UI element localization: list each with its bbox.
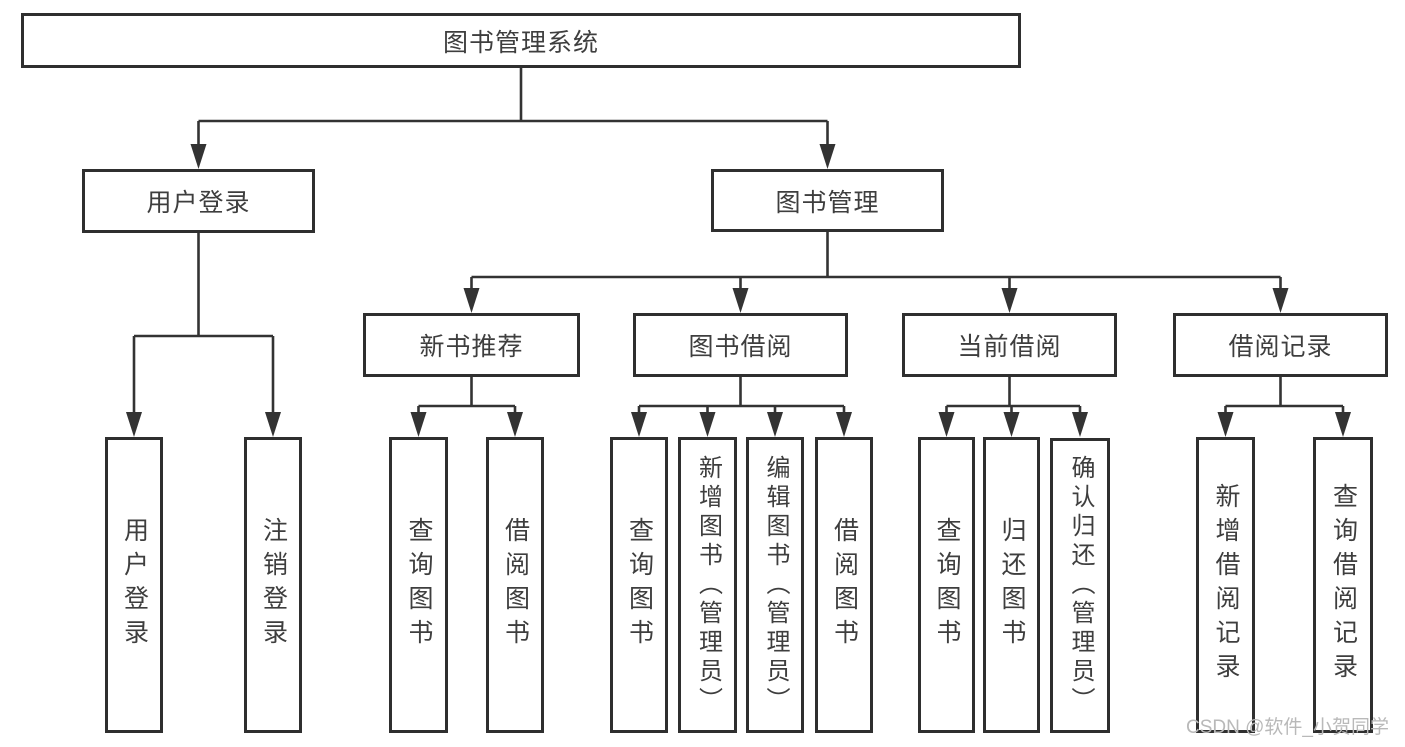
leaf-label: 确认归还（管理员） — [1067, 455, 1094, 716]
node-label: 图书管理 — [775, 188, 880, 217]
connector-new-book-rec-to-leaves — [410, 377, 523, 437]
node-label: 当前借阅 — [957, 333, 1062, 361]
csdn-watermark: CSDN @软件_小贺同学 — [1186, 717, 1389, 738]
leaf-add-book-admin: 新增图书（管理员） — [678, 437, 737, 733]
node-label: 借阅记录 — [1228, 333, 1333, 361]
arrowhead — [938, 412, 955, 437]
leaf-label: 编辑图书（管理员） — [762, 454, 789, 716]
arrowhead — [463, 288, 480, 313]
node-label: 图书借阅 — [688, 333, 793, 361]
arrowhead — [1003, 412, 1020, 437]
node-book-borrow: 图书借阅 — [633, 313, 848, 377]
leaf-label: 借阅图书 — [830, 517, 859, 653]
node-borrow-records: 借阅记录 — [1173, 313, 1388, 377]
node-new-book-recommend: 新书推荐 — [363, 313, 580, 377]
leaf-borrow-book-bb: 借阅图书 — [815, 437, 873, 733]
leaf-label: 新增借阅记录 — [1212, 483, 1240, 687]
leaf-label: 注销登录 — [259, 517, 288, 653]
arrowhead — [699, 412, 716, 437]
arrowhead — [767, 412, 783, 437]
leaf-query-book-bb: 查询图书 — [610, 437, 668, 733]
arrowhead — [732, 288, 749, 313]
connector-user-login-to-leaves — [126, 233, 281, 437]
leaf-query-book-cb: 查询图书 — [918, 437, 975, 733]
node-label: 用户登录 — [146, 189, 251, 217]
node-book-management: 图书管理 — [711, 169, 944, 232]
arrowhead — [1001, 288, 1018, 313]
arrowhead — [819, 144, 836, 169]
node-label: 新书推荐 — [419, 333, 524, 361]
node-user-login: 用户登录 — [82, 169, 315, 233]
connector-borrow-records-to-leaves — [1217, 377, 1351, 437]
leaf-query-borrow-record: 查询借阅记录 — [1313, 437, 1373, 733]
arrowhead — [1072, 412, 1088, 437]
connector-book-mgmt-to-level3 — [463, 232, 1289, 313]
arrowhead — [836, 412, 852, 437]
connector-root-to-level2 — [190, 68, 836, 169]
leaf-confirm-return-admin: 确认归还（管理员） — [1050, 438, 1110, 733]
leaf-user-login: 用户登录 — [105, 437, 163, 733]
leaf-logout: 注销登录 — [244, 437, 302, 733]
leaf-label: 借阅图书 — [501, 517, 530, 653]
node-current-borrow: 当前借阅 — [902, 313, 1117, 377]
leaf-label: 查询图书 — [933, 517, 961, 653]
arrowhead — [1217, 412, 1234, 437]
leaf-label: 用户登录 — [120, 517, 149, 653]
leaf-add-borrow-record: 新增借阅记录 — [1196, 437, 1255, 733]
arrowhead — [1272, 288, 1289, 313]
leaf-label: 新增图书（管理员） — [694, 454, 722, 716]
leaf-borrow-book-nbr: 借阅图书 — [486, 437, 544, 733]
connector-current-borrow-to-leaves — [938, 377, 1088, 437]
arrowhead — [410, 412, 427, 437]
leaf-label: 查询图书 — [625, 517, 654, 653]
leaf-label: 查询借阅记录 — [1329, 483, 1358, 687]
node-root-system: 图书管理系统 — [21, 13, 1021, 68]
leaf-edit-book-admin: 编辑图书（管理员） — [746, 437, 804, 733]
arrowhead — [631, 412, 647, 437]
leaf-label: 查询图书 — [405, 517, 433, 653]
leaf-query-book-nbr: 查询图书 — [389, 437, 448, 733]
connector-book-borrow-to-leaves — [631, 377, 852, 437]
arrowhead — [507, 412, 523, 437]
arrowhead — [265, 412, 281, 437]
leaf-return-book: 归还图书 — [983, 437, 1040, 733]
arrowhead — [190, 144, 207, 169]
leaf-label: 归还图书 — [998, 517, 1026, 653]
node-label: 图书管理系统 — [442, 28, 599, 57]
arrowhead — [1335, 412, 1351, 437]
arrowhead — [126, 412, 142, 437]
